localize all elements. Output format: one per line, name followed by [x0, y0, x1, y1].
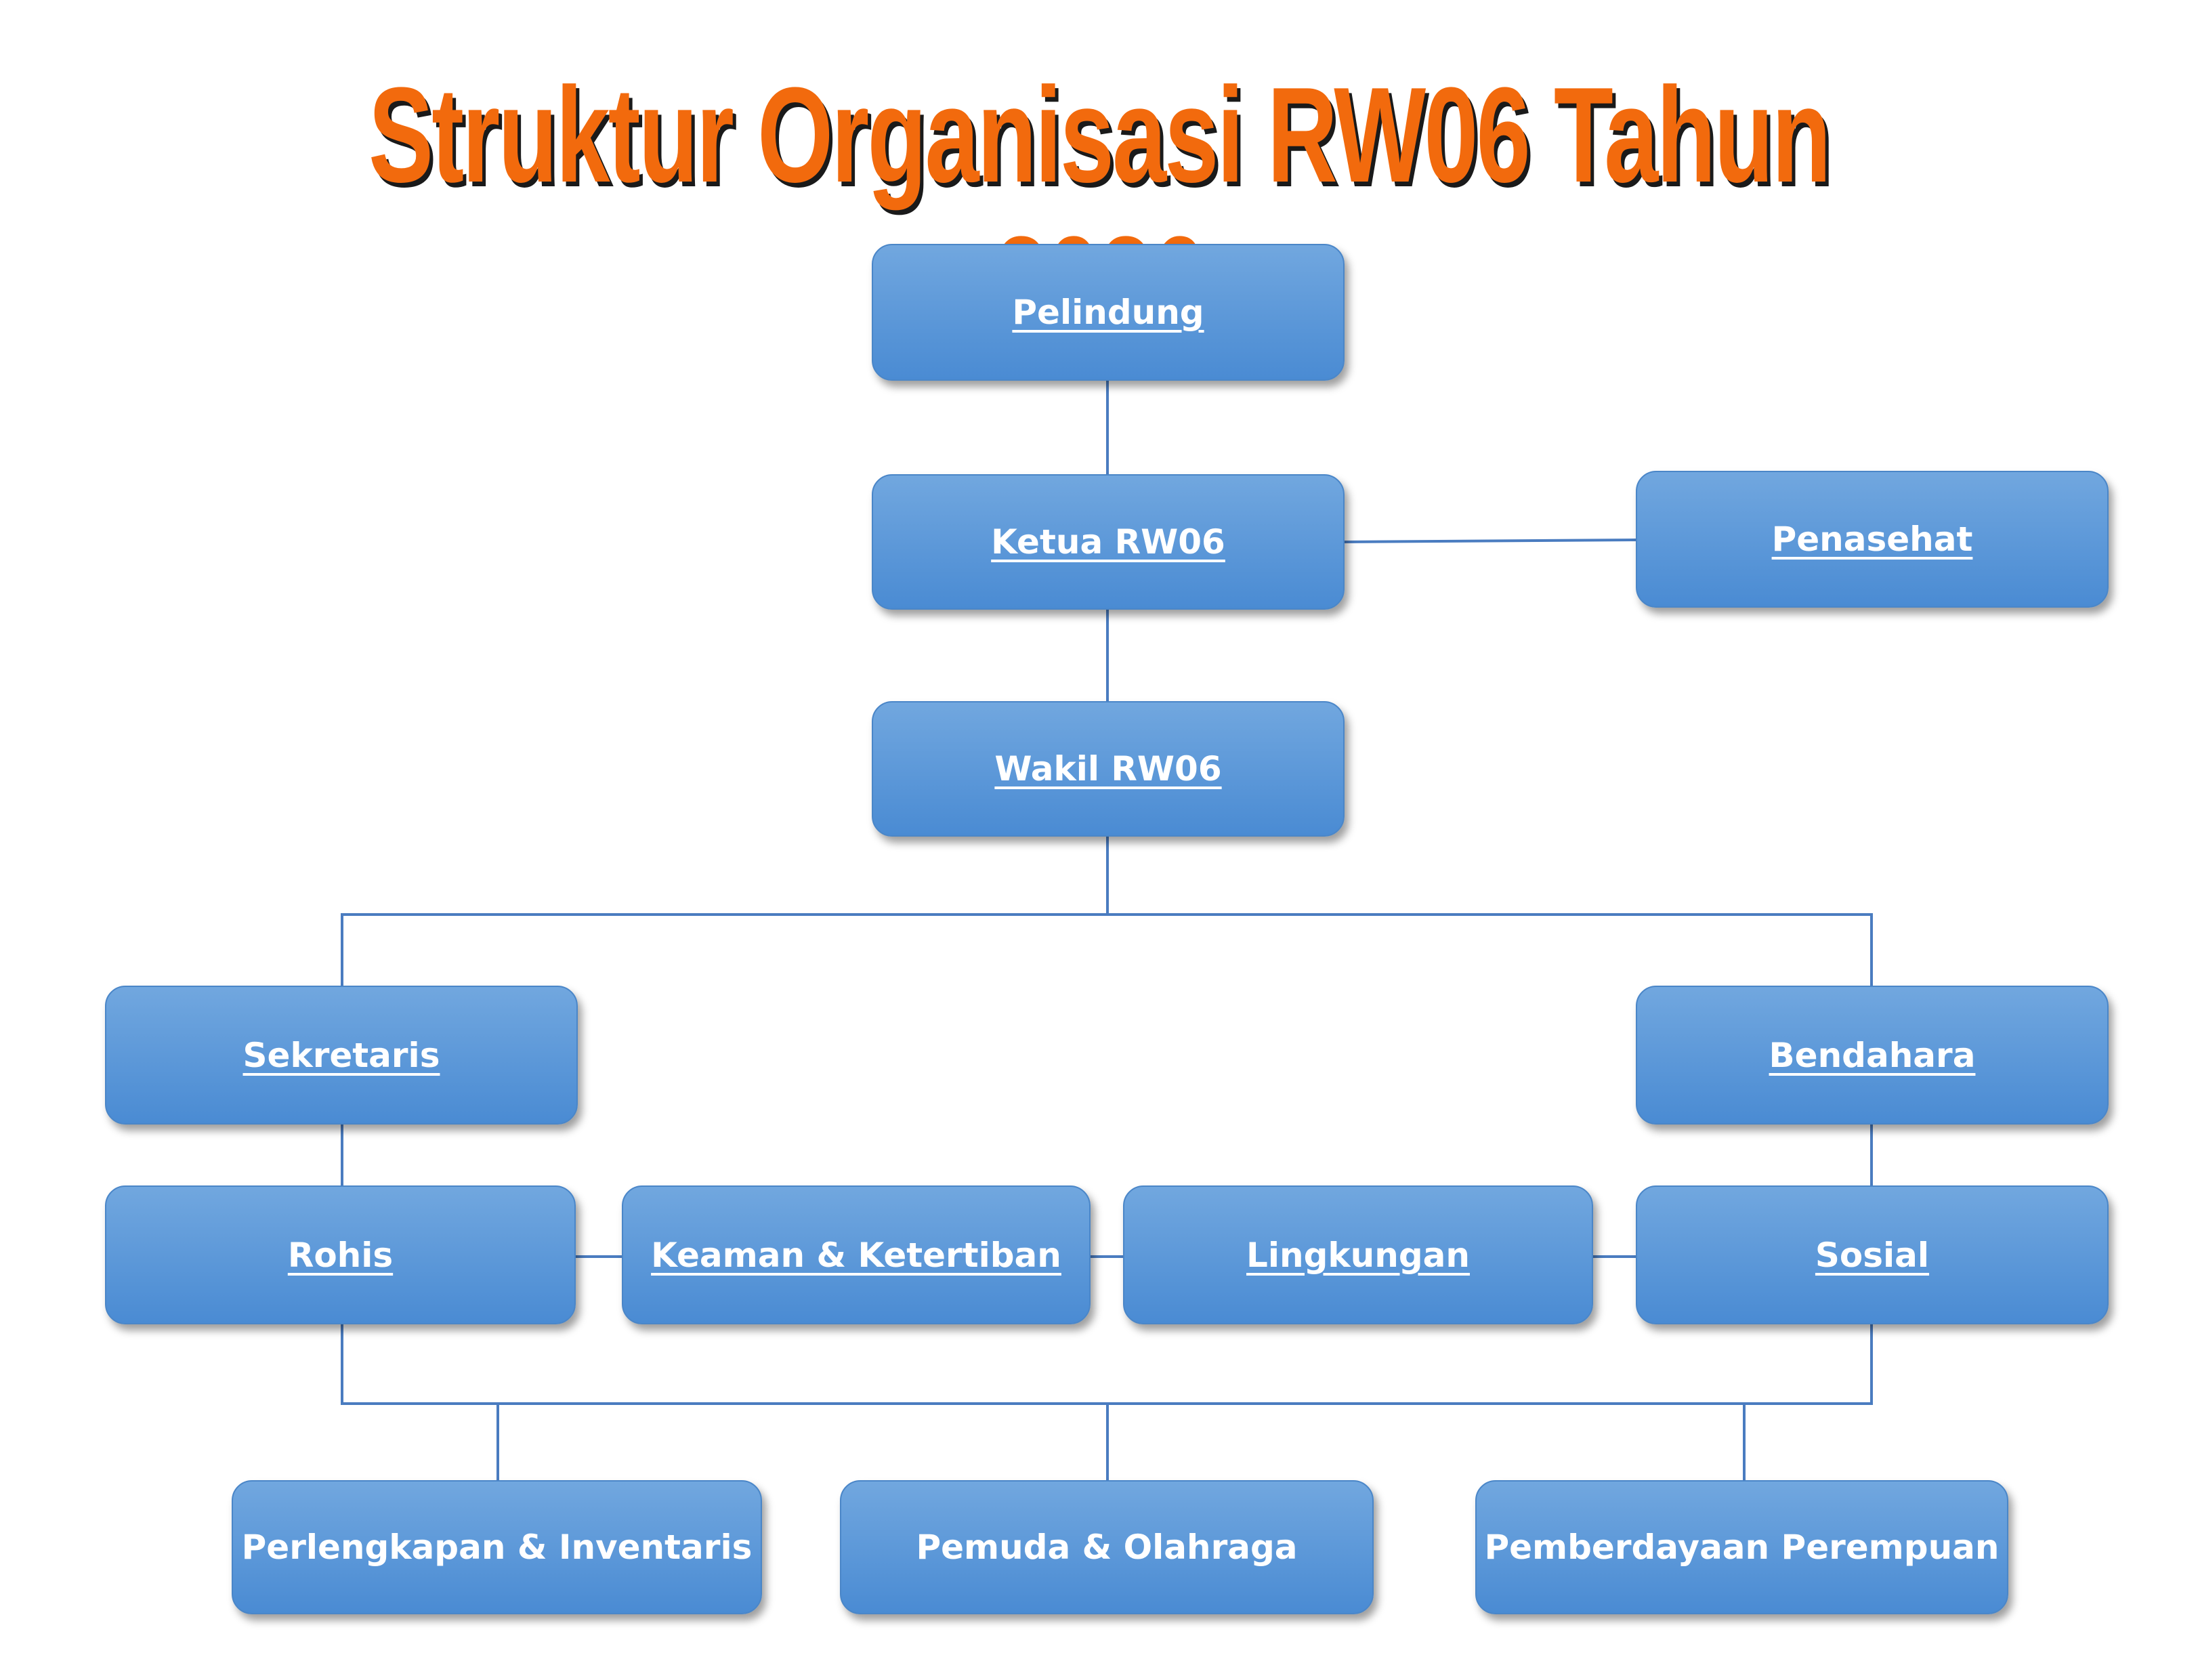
- node-pemberdayaan-perempuan[interactable]: Pemberdayaan Perempuan: [1475, 1480, 2008, 1614]
- node-label-wakil-rw: Wakil RW06: [994, 749, 1222, 789]
- node-label-pemuda-olahraga: Pemuda & Olahraga: [916, 1528, 1298, 1567]
- node-penasehat[interactable]: Penasehat: [1636, 471, 2109, 608]
- node-label-lingkungan: Lingkungan: [1246, 1235, 1470, 1275]
- node-label-ketua-rw: Ketua RW06: [991, 522, 1225, 562]
- node-keamanan-ketertiban[interactable]: Keaman & Ketertiban: [622, 1185, 1091, 1324]
- node-label-sosial: Sosial: [1815, 1235, 1930, 1275]
- node-wakil-rw[interactable]: Wakil RW06: [872, 701, 1345, 837]
- node-label-bendahara: Bendahara: [1769, 1035, 1976, 1075]
- node-label-penasehat: Penasehat: [1771, 520, 1973, 559]
- connector-bottom-bus: [341, 1324, 1873, 1405]
- node-sosial[interactable]: Sosial: [1636, 1185, 2109, 1324]
- node-sekretaris[interactable]: Sekretaris: [105, 986, 578, 1125]
- node-label-pemberdayaan-perempuan: Pemberdayaan Perempuan: [1484, 1528, 2000, 1567]
- node-ketua-rw[interactable]: Ketua RW06: [872, 474, 1345, 610]
- node-bendahara[interactable]: Bendahara: [1636, 986, 2109, 1125]
- connector-ketua-penasehat: [1344, 539, 1636, 543]
- node-lingkungan[interactable]: Lingkungan: [1123, 1185, 1593, 1324]
- node-rohis[interactable]: Rohis: [105, 1185, 576, 1324]
- node-label-sekretaris: Sekretaris: [242, 1035, 440, 1075]
- node-label-perlengkapan-inventaris: Perlengkapan & Inventaris: [241, 1528, 753, 1567]
- node-label-rohis: Rohis: [287, 1235, 394, 1275]
- node-pemuda-olahraga[interactable]: Pemuda & Olahraga: [840, 1480, 1374, 1614]
- node-perlengkapan-inventaris[interactable]: Perlengkapan & Inventaris: [232, 1480, 762, 1614]
- connector-top-bus: [341, 913, 1873, 986]
- node-pelindung[interactable]: Pelindung: [872, 244, 1345, 381]
- node-label-keamanan-ketertiban: Keaman & Ketertiban: [651, 1235, 1061, 1275]
- node-label-pelindung: Pelindung: [1012, 293, 1204, 332]
